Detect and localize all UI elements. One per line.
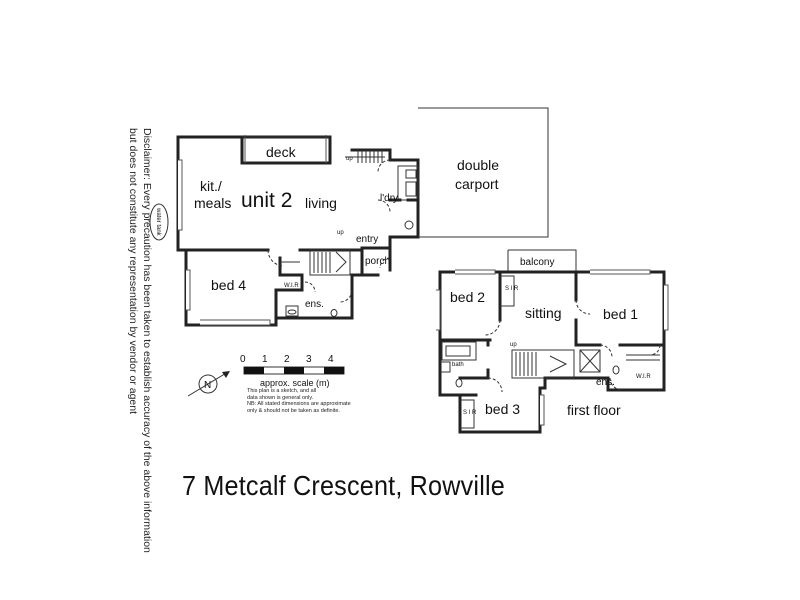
- scale-tick: 3: [306, 354, 312, 365]
- double-carport: [418, 107, 549, 238]
- label-kit-1: kit./: [200, 178, 222, 194]
- label-wir-2: W.I.R: [636, 374, 651, 380]
- scale-tick: 0: [240, 354, 246, 365]
- disclaimer-line: Disclaimer: Every precaution has been ta…: [141, 128, 153, 553]
- north-label: N: [204, 380, 211, 391]
- label-sitting: sitting: [525, 305, 562, 321]
- label-bed3: bed 3: [485, 401, 520, 417]
- label-up: up: [337, 230, 344, 236]
- scale-note-line: data shown is general only.: [247, 394, 314, 401]
- property-address-title: 7 Metcalf Crescent, Rowville: [182, 470, 505, 501]
- scale-tick: 2: [284, 354, 290, 365]
- scale-ticks: 0 1 2 3 4: [240, 354, 334, 365]
- scale-tick: 4: [328, 354, 334, 365]
- scale-note-line: only & should not be taken as definite.: [247, 407, 340, 414]
- label-bed4: bed 4: [211, 277, 246, 293]
- scale-note-line: This plan is a sketch, and all: [247, 388, 317, 394]
- label-living: living: [305, 195, 337, 211]
- label-bed2: bed 2: [450, 289, 485, 305]
- disclaimer: Disclaimer: Every precaution has been ta…: [126, 128, 154, 553]
- label-ldry: l'dry: [380, 193, 398, 204]
- label-carport-1: double: [457, 157, 499, 173]
- label-wir: W.I.R: [284, 283, 299, 289]
- label-sir: S I R: [505, 286, 519, 292]
- label-deck: deck: [266, 144, 297, 160]
- scale-label: approx. scale (m): [260, 378, 330, 388]
- label-carport-2: carport: [455, 176, 499, 192]
- scale-bar: [243, 366, 345, 375]
- disclaimer-line: but does not constitute any representati…: [127, 128, 139, 415]
- label-bed1: bed 1: [603, 306, 638, 322]
- ground-floor: [149, 135, 420, 327]
- label-first-floor: first floor: [567, 402, 621, 418]
- label-porch: porch: [365, 256, 390, 267]
- scale-tick: 1: [262, 354, 268, 365]
- label-water-tank: water tank: [155, 207, 161, 237]
- scale-note-line: NB: All stated dimensions are approximat…: [247, 401, 351, 407]
- first-floor: [436, 249, 669, 434]
- label-bath: bath: [452, 362, 464, 368]
- label-up-deck: up: [346, 156, 353, 162]
- label-entry: entry: [356, 234, 378, 245]
- label-sir-2: S I R: [463, 410, 477, 416]
- label-ens-2: ens.: [596, 377, 615, 388]
- label-ens: ens.: [305, 299, 324, 310]
- scale-note: This plan is a sketch, and all data show…: [247, 388, 397, 414]
- label-up-2: up: [510, 342, 517, 348]
- label-balcony: balcony: [520, 257, 554, 268]
- north-arrow-icon: N: [187, 371, 230, 397]
- label-unit: unit 2: [241, 189, 292, 212]
- label-kit-2: meals: [194, 195, 231, 211]
